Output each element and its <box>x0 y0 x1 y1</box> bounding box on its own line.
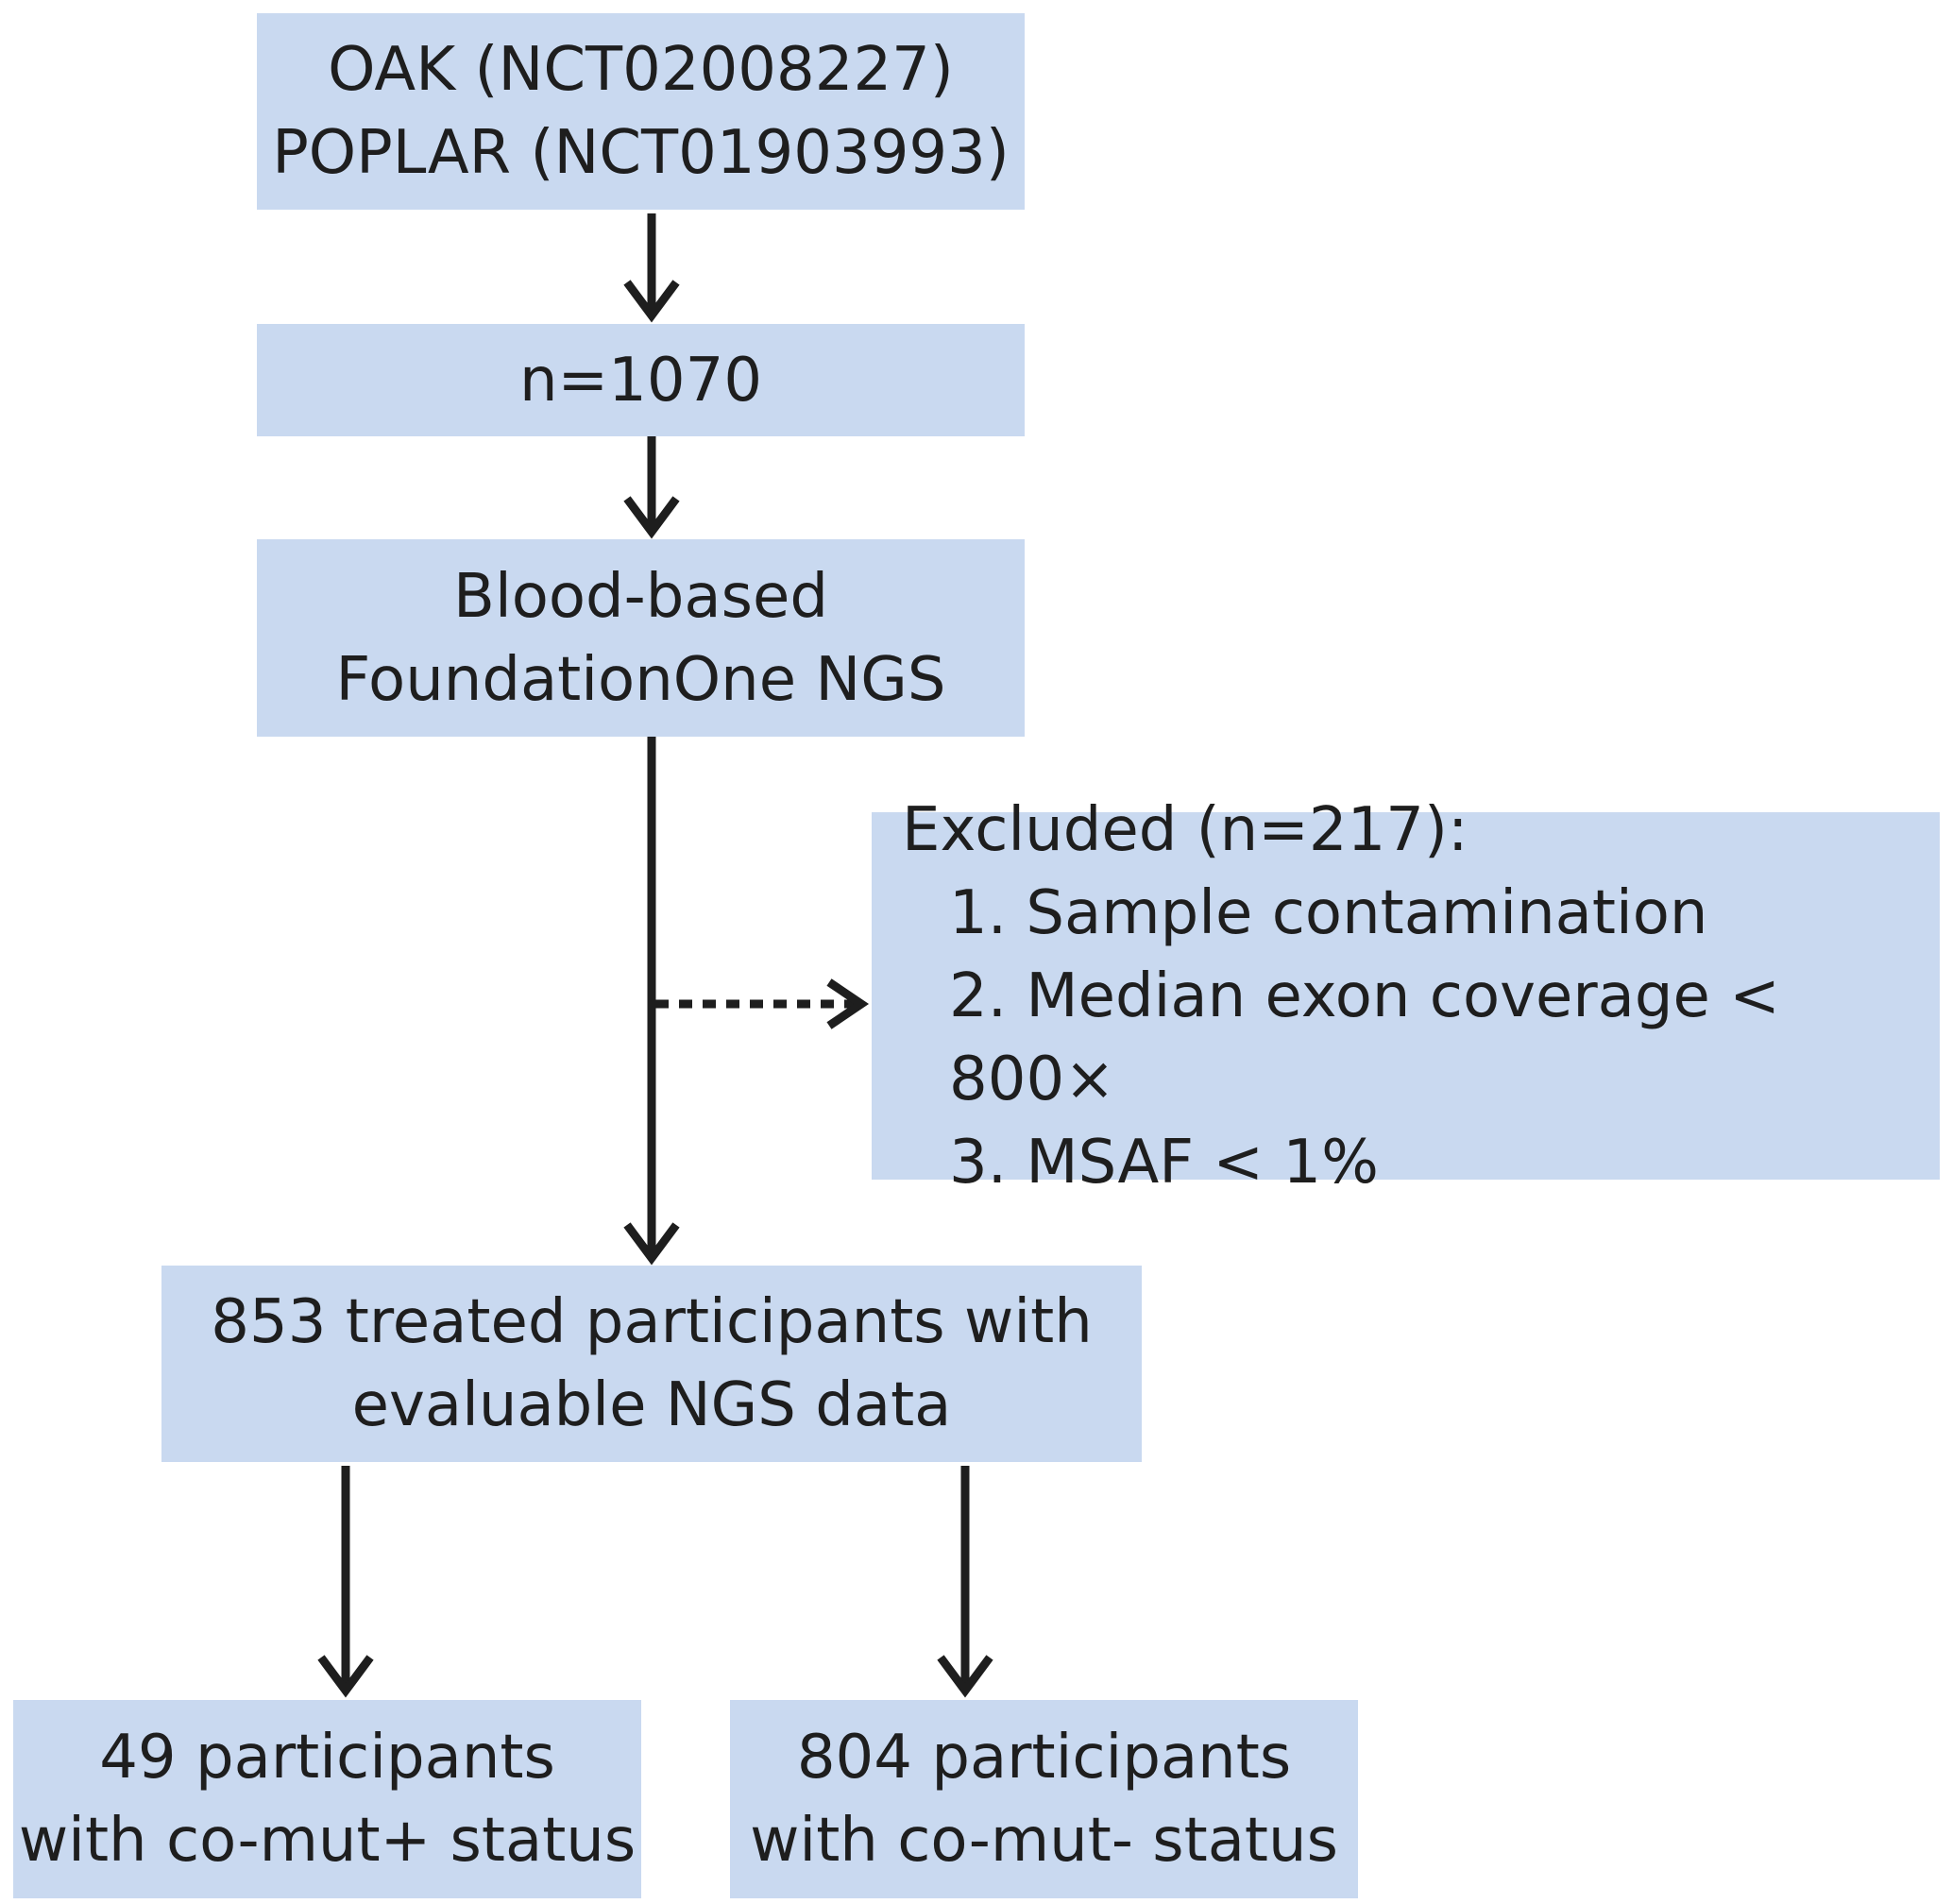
negative-line-2: with co-mut- status <box>750 1806 1338 1876</box>
excluded-title: Excluded (n=217): <box>902 794 1468 865</box>
excluded-reason-item: 2. Median exon coverage < 800× <box>949 960 1780 1114</box>
treated-line-1: 853 treated participants with <box>211 1287 1093 1357</box>
positive-line-1: 49 participants <box>99 1723 555 1793</box>
arrow-treated-to-negative-head <box>937 1655 993 1698</box>
trial-oak-label: OAK (NCT02008227) <box>328 35 954 105</box>
positive-line-2: with co-mut+ status <box>18 1806 637 1876</box>
co-mut-negative-box: 804 participants with co-mut- status <box>730 1700 1358 1898</box>
trials-source-box: OAK (NCT02008227) POPLAR (NCT01903993) <box>257 13 1025 210</box>
arrow-sequencing-to-treated-head <box>623 1222 680 1266</box>
arrow-treated-to-positive-head <box>317 1655 374 1698</box>
trial-poplar-label: POPLAR (NCT01903993) <box>272 118 1010 188</box>
treated-line-2: evaluable NGS data <box>351 1370 952 1440</box>
arrow-exclusion-dotted-head <box>826 978 870 1029</box>
excluded-reason-item: 1. Sample contamination <box>949 877 1708 948</box>
excluded-reason-item: 3. MSAF < 1% <box>949 1127 1379 1198</box>
enrolled-count-box: n=1070 <box>257 324 1025 436</box>
sequencing-line-2: FoundationOne NGS <box>335 644 946 715</box>
sequencing-line-1: Blood-based <box>453 561 828 632</box>
arrow-source-to-enrolled-head <box>623 280 680 323</box>
treated-participants-box: 853 treated participants with evaluable … <box>161 1266 1142 1462</box>
arrow-enrolled-to-sequencing-head <box>623 496 680 539</box>
negative-line-1: 804 participants <box>796 1723 1292 1793</box>
sequencing-box: Blood-based FoundationOne NGS <box>257 539 1025 737</box>
enrolled-count-label: n=1070 <box>518 345 763 416</box>
co-mut-positive-box: 49 participants with co-mut+ status <box>13 1700 641 1898</box>
excluded-box: Excluded (n=217): 1. Sample contaminatio… <box>872 795 1940 1198</box>
